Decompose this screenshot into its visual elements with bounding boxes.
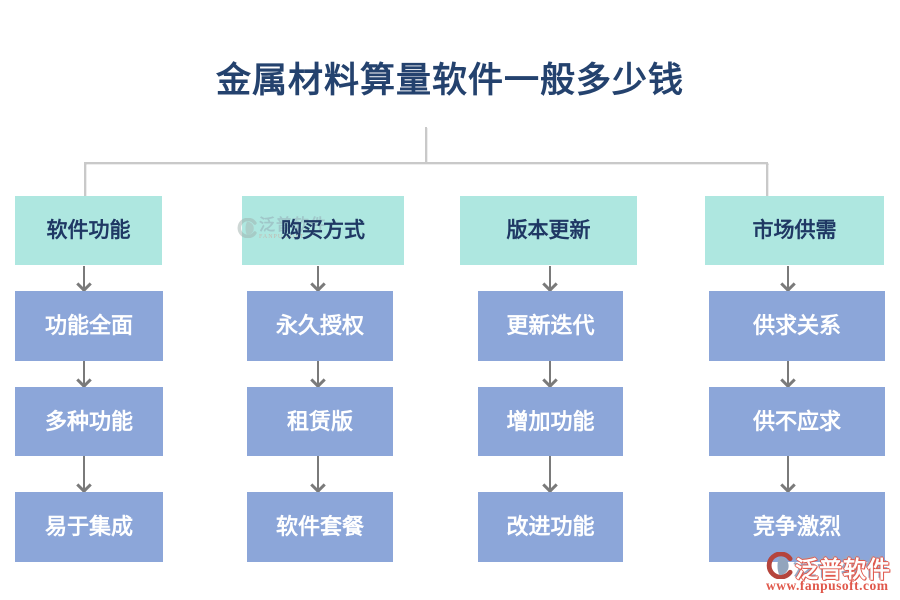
fanpu-watermark: 泛普软件 FANPU SOFT bbox=[237, 218, 327, 240]
page-title: 金属材料算量软件一般多少钱 bbox=[215, 61, 684, 100]
watermark-sub-text: FANPU SOFT bbox=[259, 234, 305, 240]
node-box: 供求关系 bbox=[709, 291, 885, 361]
arrow-down-icon bbox=[83, 456, 85, 490]
node-label: 租赁版 bbox=[286, 409, 353, 434]
node-label: 软件套餐 bbox=[275, 514, 364, 539]
branch-header-label: 版本更新 bbox=[506, 218, 591, 242]
node-label: 增加功能 bbox=[506, 409, 595, 434]
node-box: 易于集成 bbox=[15, 492, 163, 562]
node-box: 增加功能 bbox=[478, 387, 623, 456]
connector-vertical-from-title bbox=[425, 127, 427, 163]
node-label: 功能全面 bbox=[44, 313, 133, 338]
node-box: 多种功能 bbox=[15, 387, 163, 456]
arrow-down-icon bbox=[549, 456, 551, 490]
node-label: 供求关系 bbox=[752, 313, 841, 338]
arrow-down-icon bbox=[317, 361, 319, 385]
node-box: 永久授权 bbox=[247, 291, 393, 361]
node-label: 改进功能 bbox=[506, 514, 595, 539]
fanpu-logo-icon bbox=[237, 218, 257, 238]
arrow-down-icon bbox=[317, 456, 319, 490]
node-box: 竞争激烈 bbox=[709, 492, 885, 562]
fanpu-logo[interactable]: 泛普软件 www.fanpusoft.com bbox=[764, 550, 898, 596]
arrow-down-icon bbox=[549, 361, 551, 385]
fanpu-logo-icon bbox=[766, 552, 793, 579]
arrow-down-icon bbox=[549, 266, 551, 289]
arrow-down-icon bbox=[83, 266, 85, 289]
watermark-brand-text: 泛普软件 bbox=[259, 217, 328, 234]
arrow-down-icon bbox=[83, 361, 85, 385]
arrow-down-icon bbox=[787, 456, 789, 490]
node-label: 更新迭代 bbox=[506, 313, 595, 338]
arrow-down-icon bbox=[317, 266, 319, 289]
connector-drop-right bbox=[766, 163, 768, 196]
node-box: 租赁版 bbox=[247, 387, 393, 456]
branch-header-label: 市场供需 bbox=[752, 218, 837, 242]
node-label: 易于集成 bbox=[44, 514, 133, 539]
arrow-down-icon bbox=[787, 361, 789, 385]
brand-url-link[interactable]: www.fanpusoft.com bbox=[766, 578, 889, 593]
node-box: 改进功能 bbox=[478, 492, 623, 562]
node-label: 竞争激烈 bbox=[752, 514, 841, 539]
branch-header-software-features: 软件功能 bbox=[15, 196, 162, 265]
node-label: 永久授权 bbox=[275, 313, 364, 338]
branch-header-label: 软件功能 bbox=[46, 218, 131, 242]
node-box: 功能全面 bbox=[15, 291, 163, 361]
branch-header-purchase-method: 购买方式 bbox=[242, 196, 404, 265]
node-box: 更新迭代 bbox=[478, 291, 623, 361]
branch-header-market-supply-demand: 市场供需 bbox=[705, 196, 884, 265]
branch-header-label: 购买方式 bbox=[281, 218, 365, 242]
node-label: 多种功能 bbox=[44, 409, 133, 434]
brand-name: 泛普软件 bbox=[795, 557, 891, 582]
arrow-down-icon bbox=[787, 266, 789, 289]
node-label: 供不应求 bbox=[752, 409, 841, 434]
branch-header-version-updates: 版本更新 bbox=[460, 196, 637, 265]
connector-horizontal bbox=[84, 162, 768, 164]
node-box: 软件套餐 bbox=[247, 492, 393, 562]
node-box: 供不应求 bbox=[709, 387, 885, 456]
connector-drop-left bbox=[84, 163, 86, 196]
